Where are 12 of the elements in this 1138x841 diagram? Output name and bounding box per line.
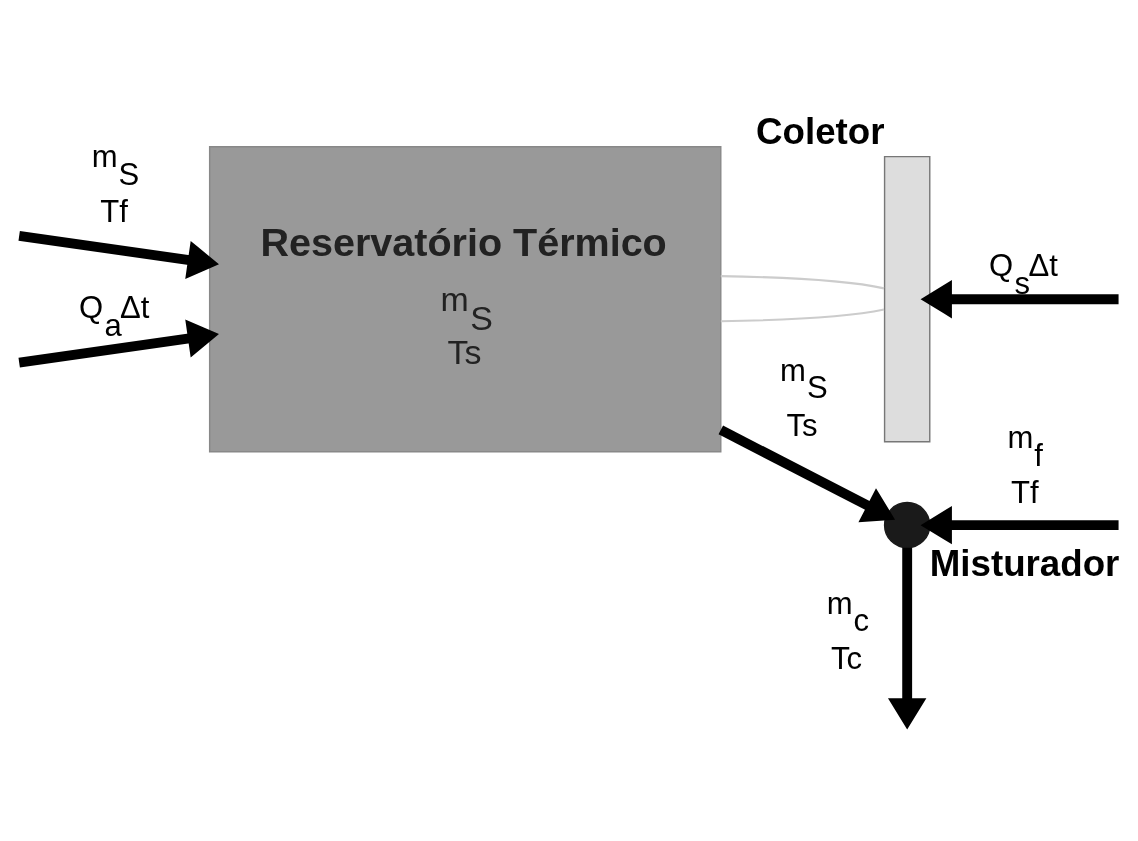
arrow (18, 319, 219, 368)
node-label: Coletor (756, 110, 885, 152)
arrow (718, 425, 896, 523)
connector (720, 308, 885, 323)
arrow (920, 505, 1119, 545)
connector (720, 275, 885, 290)
arrow (18, 230, 219, 279)
node-bar (883, 155, 931, 443)
arrow (887, 547, 927, 730)
arrow (920, 280, 1119, 319)
node-label: Misturador (929, 542, 1120, 584)
node-circle (883, 501, 931, 549)
